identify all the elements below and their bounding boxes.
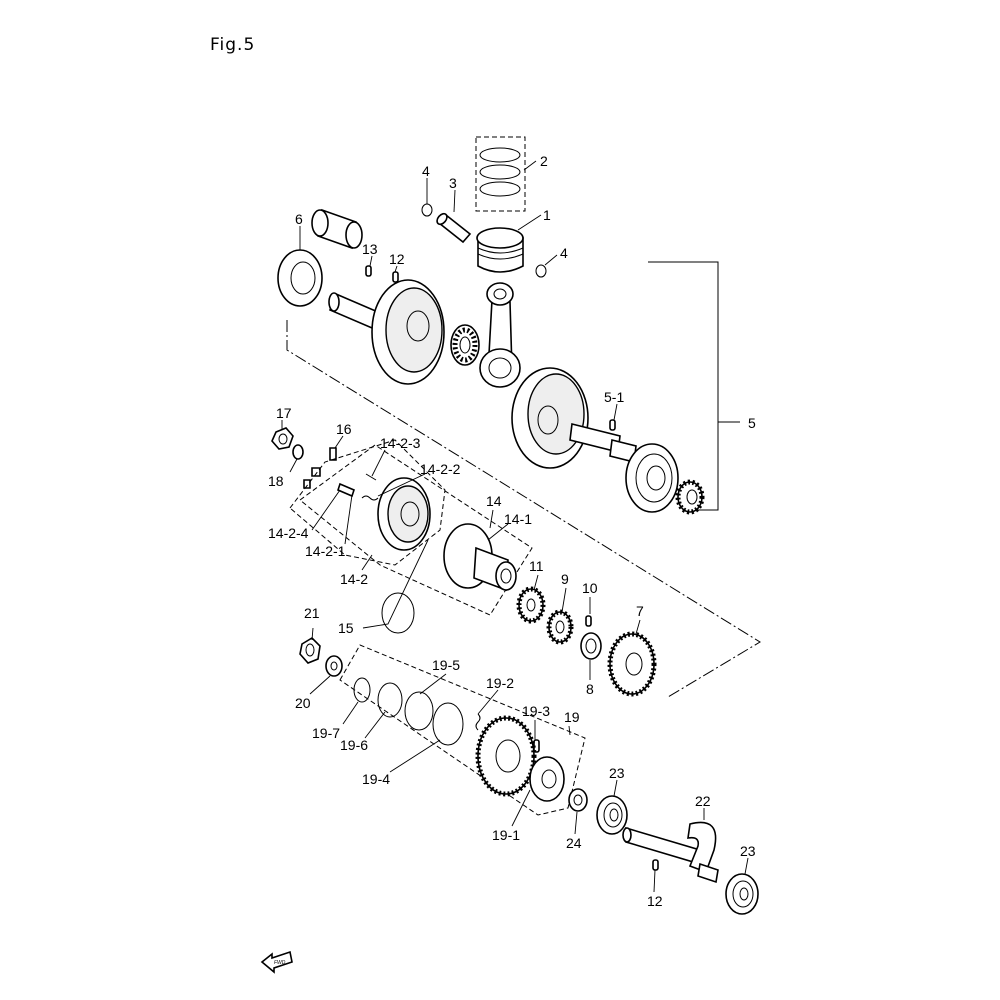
callout-14-2-3: 14-2-3 (380, 435, 421, 451)
main-bearing-right (625, 443, 679, 513)
snap-ring-19-7 (353, 677, 371, 703)
callout-12-lower: 12 (647, 893, 663, 909)
callout-15: 15 (338, 620, 354, 636)
woodruff-key-12-lower (652, 859, 659, 871)
driven-gear-19-1 (475, 715, 537, 797)
crank-web-right (511, 367, 637, 469)
retainer-ring-15 (381, 592, 415, 634)
woodruff-key-5-1 (609, 419, 616, 431)
callout-13: 13 (362, 241, 378, 257)
callout-5: 5 (748, 415, 756, 431)
key-10 (585, 615, 592, 627)
gear-9 (546, 609, 574, 645)
forward-arrow-label: FWD (274, 960, 286, 966)
callout-14-2-2: 14-2-2 (420, 461, 461, 477)
woodruff-key-13 (365, 265, 372, 277)
callout-22: 22 (695, 793, 711, 809)
callout-24: 24 (566, 835, 582, 851)
callout-20: 20 (295, 695, 311, 711)
figure-title: Fig.5 (210, 35, 256, 55)
spacer-8 (580, 632, 602, 660)
starter-one-way-clutch (377, 477, 431, 551)
connecting-rod (479, 282, 521, 388)
oil-seal-left (277, 249, 323, 307)
bearing-23-upper (596, 795, 628, 835)
spring-19-2 (475, 713, 481, 731)
callout-19-5: 19-5 (432, 657, 460, 673)
gear-7 (607, 631, 657, 697)
callout-19-3: 19-3 (522, 703, 550, 719)
bushing-24 (568, 788, 588, 812)
axis-line-crankshaft (286, 320, 761, 698)
callout-18: 18 (268, 473, 284, 489)
callout-8: 8 (586, 681, 594, 697)
spring-14-2-2 (361, 495, 379, 501)
piston (476, 227, 524, 273)
gear-hub-19 (529, 756, 565, 802)
bracket-assembly-5 (648, 261, 740, 511)
friction-plate-19-5 (404, 691, 434, 731)
callout-5-1: 5-1 (604, 389, 624, 405)
leader-lines (281, 160, 749, 893)
timing-sprocket-sleeve (675, 479, 705, 515)
callout-21: 21 (304, 605, 320, 621)
piston-rings (475, 136, 526, 212)
forward-direction-arrow: FWD (260, 950, 293, 974)
gear-11 (516, 586, 546, 624)
callout-7: 7 (636, 603, 644, 619)
callout-19-4: 19-4 (362, 771, 390, 787)
piston-pin (436, 212, 472, 244)
callout-19-6: 19-6 (340, 737, 368, 753)
washer-19-4 (432, 702, 464, 746)
callout-14-2-4: 14-2-4 (268, 525, 309, 541)
spring-cap-14-2-3 (365, 473, 377, 481)
callout-4-left: 4 (422, 163, 430, 179)
starter-clutch-housing (443, 523, 517, 592)
flange-nut-21 (299, 636, 321, 664)
crank-web-left (328, 279, 445, 385)
callout-11: 11 (529, 558, 544, 574)
callout-16: 16 (336, 421, 352, 437)
callout-labels: 1 2 3 4 4 5 5-1 6 7 8 9 10 11 12 12 13 1… (268, 153, 756, 909)
roller-pin-14-2-1 (337, 482, 355, 498)
callout-14-2-1: 14-2-1 (305, 543, 346, 559)
callout-9: 9 (561, 571, 569, 587)
washer-20 (325, 655, 343, 677)
flange-nut-17 (271, 427, 294, 450)
needle-bearing (450, 324, 480, 366)
washer-19-6 (377, 682, 403, 718)
bearing-23-lower (725, 873, 759, 915)
callout-3: 3 (449, 175, 457, 191)
piston-pin-clip-left (421, 203, 433, 217)
output-shaft-22 (622, 821, 719, 884)
callout-1: 1 (543, 207, 551, 223)
callout-19-7: 19-7 (312, 725, 340, 741)
piston-pin-clip-right (535, 264, 547, 278)
callout-19-1: 19-1 (492, 827, 520, 843)
callout-10: 10 (582, 580, 598, 596)
callout-14-2: 14-2 (340, 571, 368, 587)
callout-4-right: 4 (560, 245, 568, 261)
bushing-sleeve (311, 208, 363, 250)
callout-14: 14 (486, 493, 502, 509)
callout-23-upper: 23 (609, 765, 625, 781)
callout-23-lower: 23 (740, 843, 756, 859)
callout-17: 17 (276, 405, 292, 421)
callout-19-2: 19-2 (486, 675, 514, 691)
callout-2: 2 (540, 153, 548, 169)
callout-19: 19 (564, 709, 580, 725)
bolts-16 (303, 447, 337, 489)
washer-18 (292, 444, 304, 460)
callout-14-1: 14-1 (504, 511, 532, 527)
woodruff-key-12 (392, 271, 399, 283)
callout-6: 6 (295, 211, 303, 227)
callout-12-upper: 12 (389, 251, 405, 267)
